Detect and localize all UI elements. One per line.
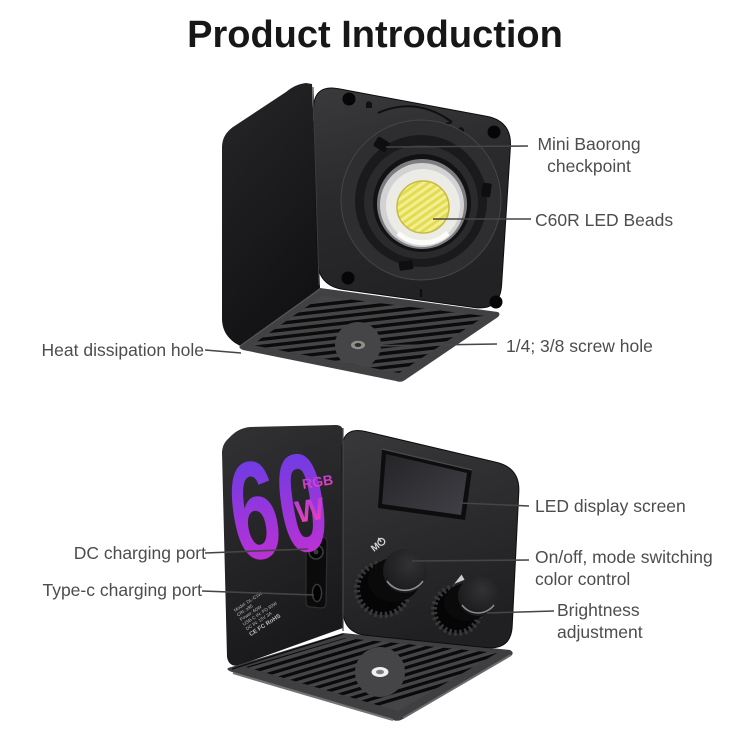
baorong-checkpoint-tab xyxy=(373,136,390,153)
label-typec-charging-port: Type-c charging port xyxy=(42,580,202,600)
callout-line-mini-baorong xyxy=(385,145,529,148)
watt-unit: W xyxy=(293,491,328,530)
callout-line-typec-port xyxy=(201,590,315,596)
label-led-display-screen: LED display screen xyxy=(535,496,686,516)
diffuser-glow xyxy=(396,231,450,246)
rim-highlight xyxy=(402,654,512,719)
corner-hole-icon xyxy=(341,271,355,285)
top-device-left-face xyxy=(222,83,320,347)
callout-line-heat-hole xyxy=(204,349,242,354)
tripod-screw-center xyxy=(354,343,362,347)
front-corner-holes xyxy=(341,92,503,309)
callout-line-brightness xyxy=(486,610,555,614)
callout-line-dc-port xyxy=(204,548,309,554)
corner-hole-icon xyxy=(489,295,503,309)
corner-hole-icon xyxy=(487,125,501,139)
label-dc-charging-port: DC charging port xyxy=(73,543,206,563)
page-title: Product Introduction xyxy=(187,14,563,56)
led-display-screen xyxy=(378,448,473,520)
charging-port-recess xyxy=(305,535,328,609)
bayonet-tab xyxy=(481,182,492,198)
mode-knob-marking: M xyxy=(369,537,386,554)
bayonet-tab xyxy=(398,260,414,271)
label-heat-dissipation-hole: Heat dissipation hole xyxy=(41,340,204,360)
rgb-badge: RGB xyxy=(301,471,334,492)
edge-highlight xyxy=(239,288,321,347)
top-device xyxy=(222,83,511,382)
bayonet-tabs xyxy=(373,136,492,271)
brightness-icon xyxy=(454,574,465,584)
mode-power-knob xyxy=(354,549,427,618)
dc-pin xyxy=(313,549,319,555)
callout-line-screw-hole xyxy=(367,343,498,347)
type-c-port xyxy=(311,583,323,603)
label-mini-baorong-checkpoint: Mini Baorong checkpoint xyxy=(537,134,641,176)
power-icon xyxy=(377,537,386,546)
label-c60r-led-beads: C60R LED Beads xyxy=(535,210,674,230)
ridge-highlight xyxy=(312,86,320,286)
label-mode-control: On/off, mode switching color control xyxy=(535,547,713,589)
callout-lines xyxy=(201,145,555,614)
callout-line-mode-control xyxy=(411,559,530,562)
tripod-screw-center xyxy=(376,669,384,675)
corner-hole-icon xyxy=(342,92,356,106)
mount-plate-edge xyxy=(340,119,502,281)
bottom-device: M xyxy=(218,422,520,722)
brightness-knob xyxy=(431,576,498,636)
rim-highlight xyxy=(232,671,394,722)
led-cob-chip xyxy=(396,180,450,234)
label-brightness-adjustment: Brightness adjustment xyxy=(557,600,643,642)
wattage-number: 60 xyxy=(218,422,338,591)
face-separator xyxy=(231,633,344,670)
callout-line-led-display xyxy=(459,502,530,507)
wattage-branding: 60 RGB W xyxy=(218,422,338,591)
label-screw-hole: 1/4; 3/8 screw hole xyxy=(506,336,653,356)
